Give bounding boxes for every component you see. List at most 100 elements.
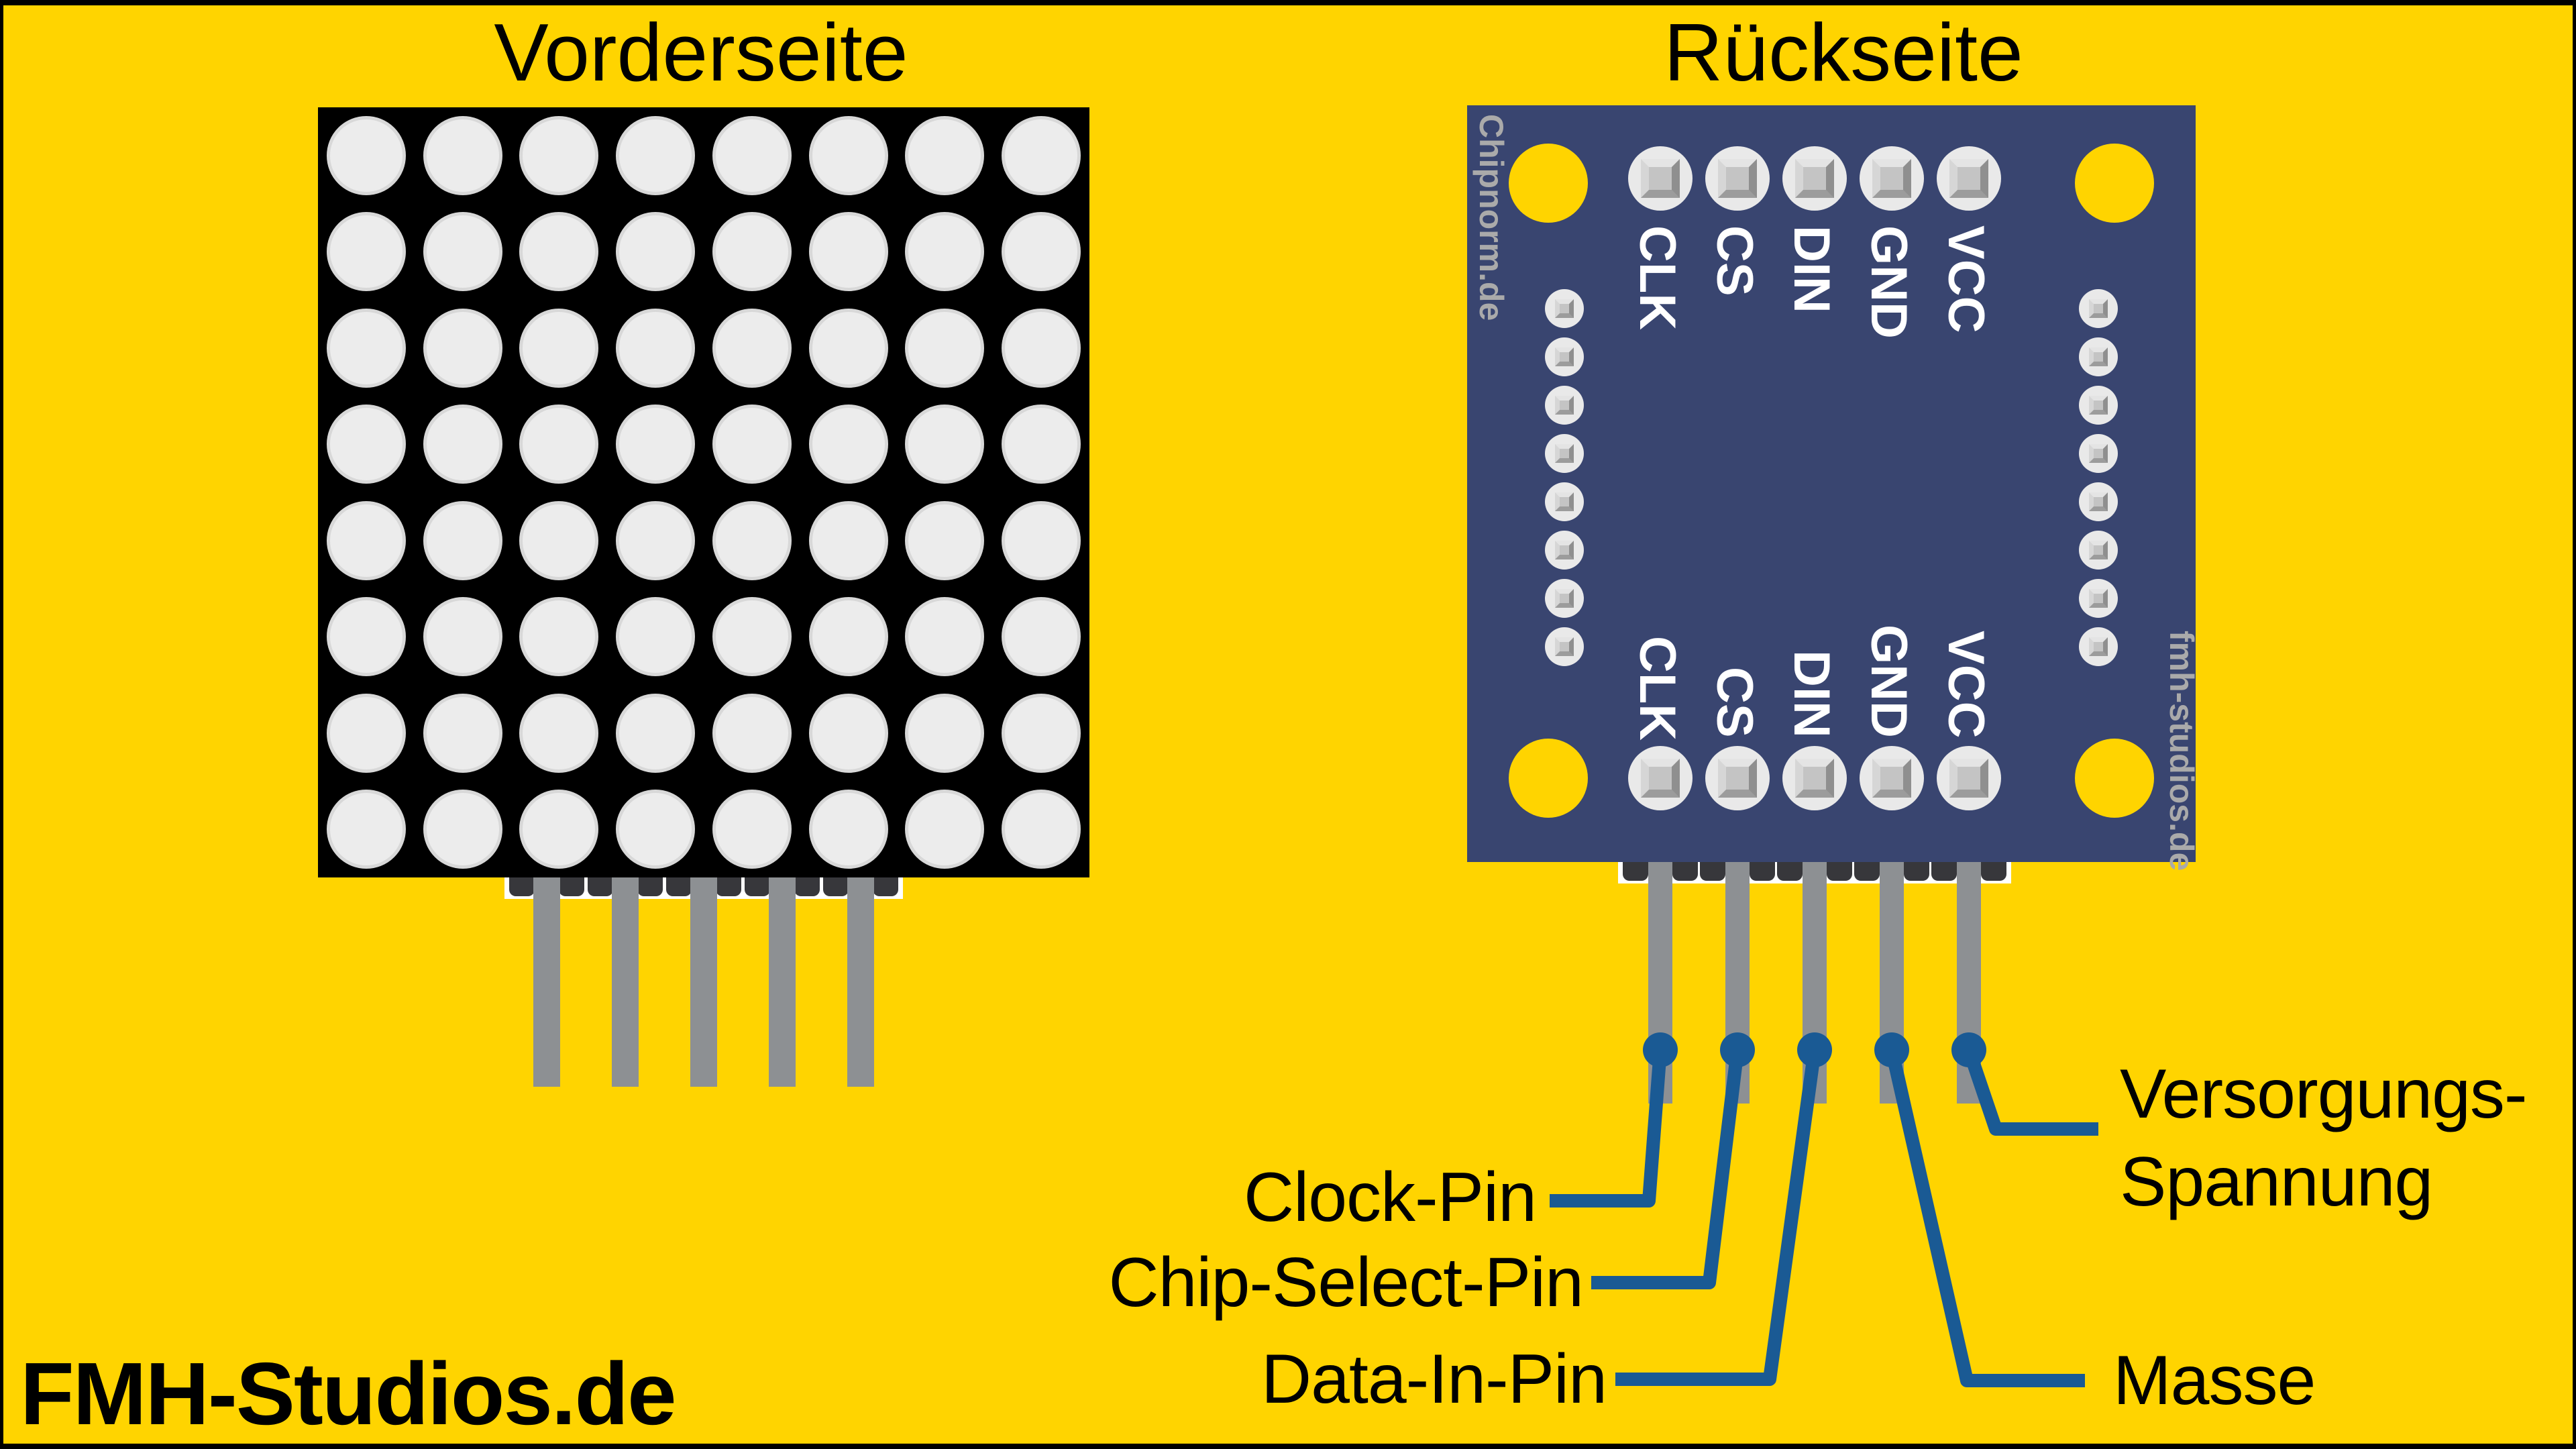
page-border-left xyxy=(0,0,3,1449)
led-dot xyxy=(1002,405,1081,484)
led-dot xyxy=(712,693,792,773)
led-dot xyxy=(423,693,502,773)
page-border-right xyxy=(2573,0,2576,1449)
pad-hole-bevel xyxy=(2089,299,2108,318)
led-dot xyxy=(616,405,696,484)
led-dot xyxy=(905,405,985,484)
led-dot xyxy=(519,693,599,773)
led-dot xyxy=(519,405,599,484)
front-pin xyxy=(533,875,560,1087)
connector-tooth xyxy=(873,876,898,896)
mounting-hole xyxy=(1509,144,1588,223)
callout-line-ground xyxy=(1885,1048,2085,1387)
pad-hole-bevel xyxy=(1641,159,1680,198)
led-dot xyxy=(326,405,406,484)
pin-tip-dot xyxy=(1951,1032,1986,1067)
connector-tooth xyxy=(745,876,770,896)
led-dot xyxy=(616,115,696,195)
led-dot xyxy=(808,115,888,195)
led-dot xyxy=(326,212,406,292)
connector-tooth xyxy=(794,876,820,896)
connector-tooth xyxy=(588,876,613,896)
pin-tip-dot xyxy=(1720,1032,1755,1067)
led-dot xyxy=(712,597,792,677)
pin-tip-dot xyxy=(1797,1032,1832,1067)
callout-line-chip-select xyxy=(1591,1049,1744,1289)
led-dot xyxy=(905,308,985,388)
led-dot xyxy=(808,500,888,580)
led-dot xyxy=(616,212,696,292)
led-dot xyxy=(712,405,792,484)
led-dot xyxy=(616,790,696,869)
led-dot xyxy=(1002,500,1081,580)
page-border-bottom xyxy=(0,1444,2576,1449)
led-dot xyxy=(808,597,888,677)
led-dot xyxy=(326,115,406,195)
led-dot xyxy=(616,693,696,773)
pad-hole-bevel xyxy=(1949,159,1988,198)
led-dot xyxy=(1002,790,1081,869)
led-dot xyxy=(519,308,599,388)
pad-hole-bevel xyxy=(1555,589,1574,608)
callout-line-data-in xyxy=(1615,1049,1821,1386)
connector-tooth xyxy=(509,876,535,896)
callout-label-chip-select-pin: Chip-Select-Pin xyxy=(1108,1244,1584,1322)
led-dot xyxy=(616,500,696,580)
pad-hole-bevel xyxy=(1555,299,1574,318)
led-dot xyxy=(712,115,792,195)
connector-tooth xyxy=(1623,861,1648,881)
led-dot xyxy=(712,308,792,388)
pad-hole-bevel xyxy=(2089,541,2108,559)
led-dot xyxy=(519,115,599,195)
led-dot xyxy=(616,597,696,677)
led-dot xyxy=(423,597,502,677)
connector-tooth xyxy=(1672,861,1698,881)
connector-tooth xyxy=(823,876,849,896)
led-dot xyxy=(905,500,985,580)
led-dot xyxy=(423,115,502,195)
connector-tooth xyxy=(559,876,584,896)
mounting-hole xyxy=(2075,144,2154,223)
connector-tooth xyxy=(1854,861,1880,881)
led-dot xyxy=(423,500,502,580)
led-dot xyxy=(808,212,888,292)
pad-hole-bevel xyxy=(1718,759,1757,798)
led-dot xyxy=(712,500,792,580)
pad-hole-bevel xyxy=(1641,759,1680,798)
connector-tooth xyxy=(1750,861,1775,881)
front-pin xyxy=(769,875,796,1087)
led-dot xyxy=(905,115,985,195)
led-dot xyxy=(808,790,888,869)
pcb-board: Chipnorm.de fmh-studios.de xyxy=(1467,105,2200,871)
callout-line-clock xyxy=(1550,1049,1667,1208)
led-dot xyxy=(423,790,502,869)
connector-tooth xyxy=(1904,861,1929,881)
front-title: Vorderseite xyxy=(494,7,908,98)
callout-label-data-in-pin: Data-In-Pin xyxy=(1261,1340,1607,1418)
led-dot xyxy=(905,597,985,677)
led-dot xyxy=(808,405,888,484)
pad-hole-bevel xyxy=(1555,492,1574,511)
pad-hole-bevel xyxy=(1795,759,1834,798)
led-dot xyxy=(423,212,502,292)
led-dot xyxy=(326,693,406,773)
connector-tooth xyxy=(1981,861,2006,881)
callout-label-ground: Masse xyxy=(2113,1342,2316,1419)
led-dot xyxy=(326,790,406,869)
callout-line-supply xyxy=(1962,1047,2098,1136)
mounting-hole xyxy=(2075,739,2154,818)
pad-hole-bevel xyxy=(2089,492,2108,511)
led-dot xyxy=(808,308,888,388)
pad-hole-bevel xyxy=(2089,347,2108,366)
led-dot xyxy=(905,212,985,292)
pin-tip-dot xyxy=(1874,1032,1909,1067)
led-dot xyxy=(1002,597,1081,677)
front-pin xyxy=(690,875,717,1087)
led-dot xyxy=(519,500,599,580)
led-dot xyxy=(423,308,502,388)
connector-tooth xyxy=(716,876,741,896)
callout-label-clock-pin: Clock-Pin xyxy=(1244,1159,1537,1236)
led-dot xyxy=(712,790,792,869)
